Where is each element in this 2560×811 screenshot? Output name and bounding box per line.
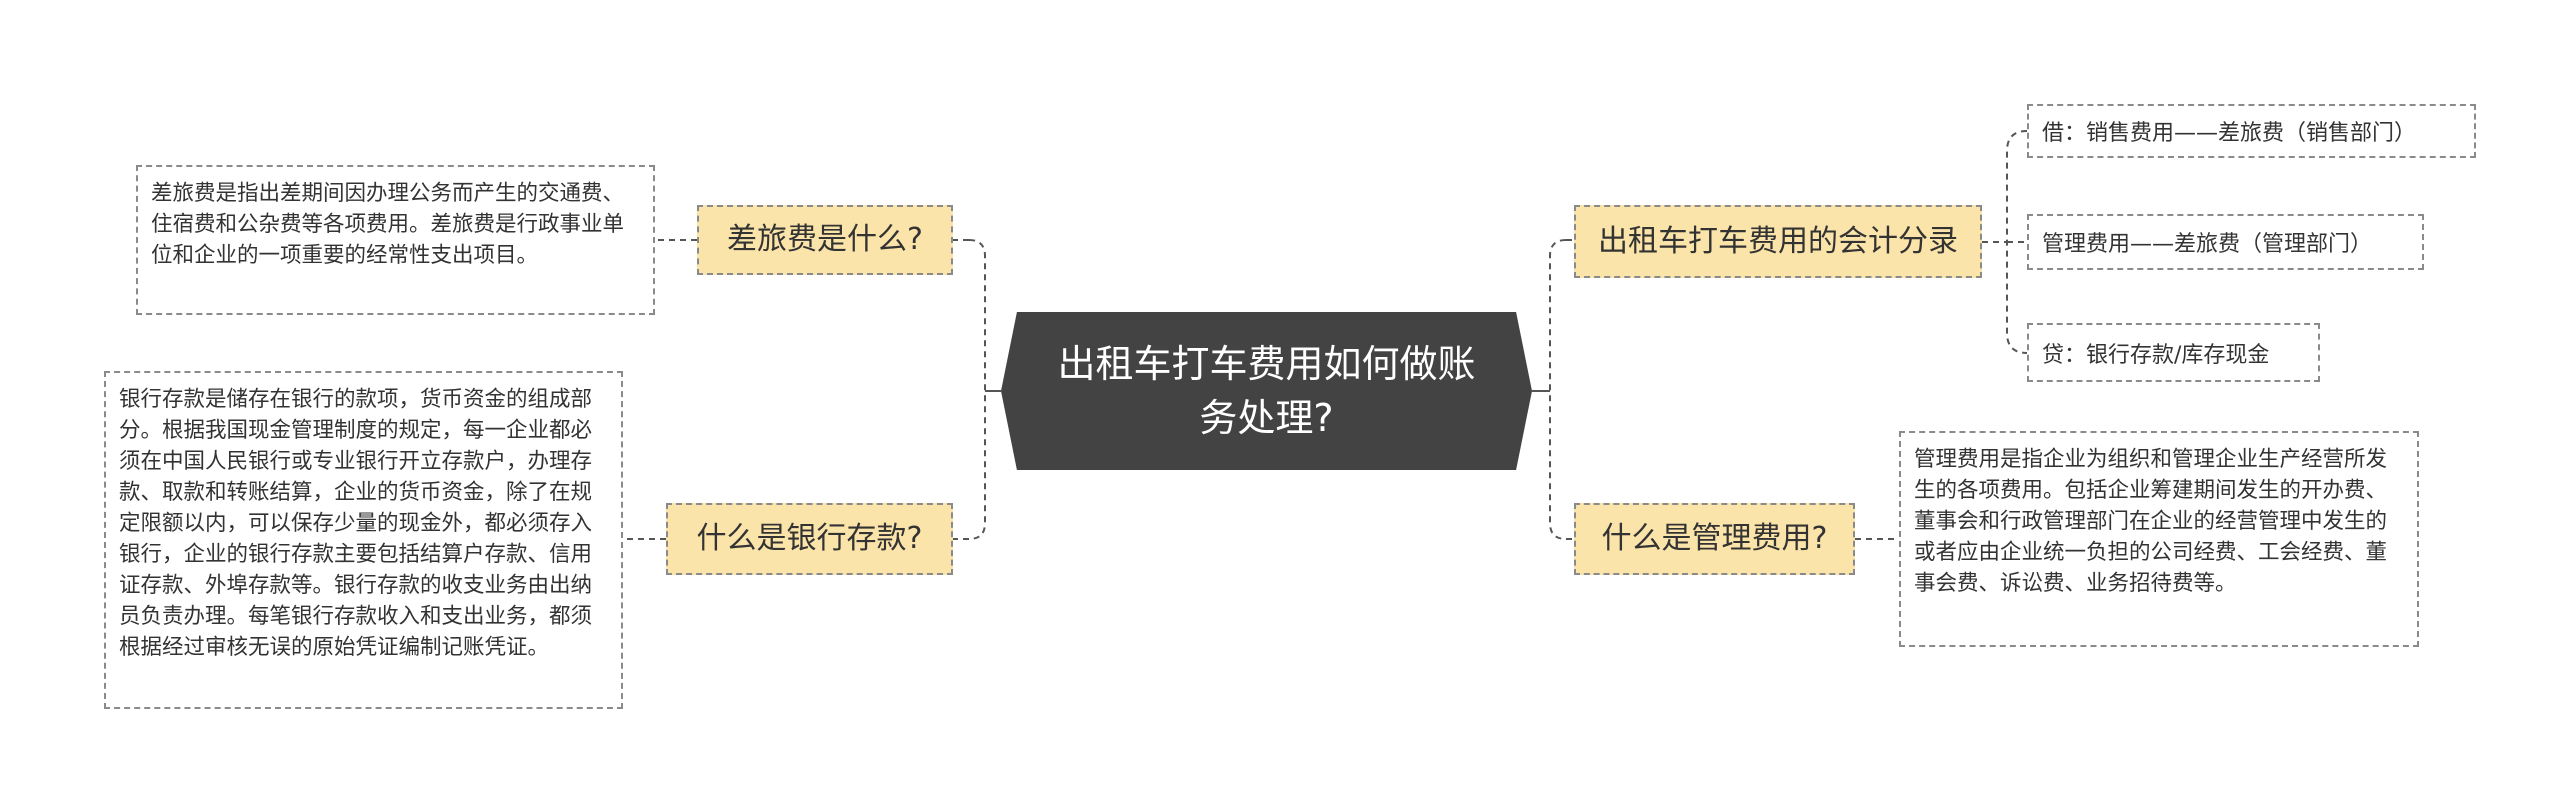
entry-item-admin-expense-text: 管理费用——差旅费（管理部门） — [2042, 232, 2373, 257]
note-bank-deposit-text: 银行存款是储存在银行的款项，货币资金的组成部分。根据我国现金管理制度的规定，每一… — [119, 387, 593, 660]
topic-travel-expense-label: 差旅费是什么? — [727, 222, 923, 257]
note-bank-deposit: 银行存款是储存在银行的款项，货币资金的组成部分。根据我国现金管理制度的规定，每一… — [104, 371, 623, 709]
topic-accounting-entry-label: 出租车打车费用的会计分录 — [1598, 223, 1958, 259]
central-topic-label: 出租车打车费用如何做账务处理? — [1057, 342, 1476, 440]
note-admin-expense-text: 管理费用是指企业为组织和管理企业生产经营所发生的各项费用。包括企业筹建期间发生的… — [1914, 447, 2388, 596]
entry-item-admin-expense[interactable]: 管理费用——差旅费（管理部门） — [2027, 214, 2424, 270]
connector-left-trunk — [968, 239, 986, 540]
topic-admin-expense-label: 什么是管理费用? — [1601, 521, 1828, 556]
entry-item-debit-sales-text: 借：销售费用——差旅费（销售部门） — [2042, 121, 2417, 146]
entry-item-debit-sales[interactable]: 借：销售费用——差旅费（销售部门） — [2027, 104, 2476, 158]
topic-travel-expense[interactable]: 差旅费是什么? — [697, 205, 953, 275]
topic-bank-deposit[interactable]: 什么是银行存款? — [666, 503, 953, 575]
note-travel-expense: 差旅费是指出差期间因办理公务而产生的交通费、住宿费和公杂费等各项费用。差旅费是行… — [136, 165, 655, 315]
topic-admin-expense[interactable]: 什么是管理费用? — [1574, 503, 1855, 575]
entry-item-credit-bank[interactable]: 贷：银行存款/库存现金 — [2027, 323, 2320, 382]
central-topic[interactable]: 出租车打车费用如何做账务处理? — [1001, 312, 1532, 470]
topic-bank-deposit-label: 什么是银行存款? — [696, 521, 923, 556]
connector-right-trunk — [1549, 239, 1567, 540]
entry-item-credit-bank-text: 贷：银行存款/库存现金 — [2042, 342, 2270, 368]
note-travel-expense-text: 差旅费是指出差期间因办理公务而产生的交通费、住宿费和公杂费等各项费用。差旅费是行… — [151, 181, 625, 268]
note-admin-expense: 管理费用是指企业为组织和管理企业生产经营所发生的各项费用。包括企业筹建期间发生的… — [1899, 431, 2419, 647]
topic-accounting-entry[interactable]: 出租车打车费用的会计分录 — [1574, 205, 1982, 278]
